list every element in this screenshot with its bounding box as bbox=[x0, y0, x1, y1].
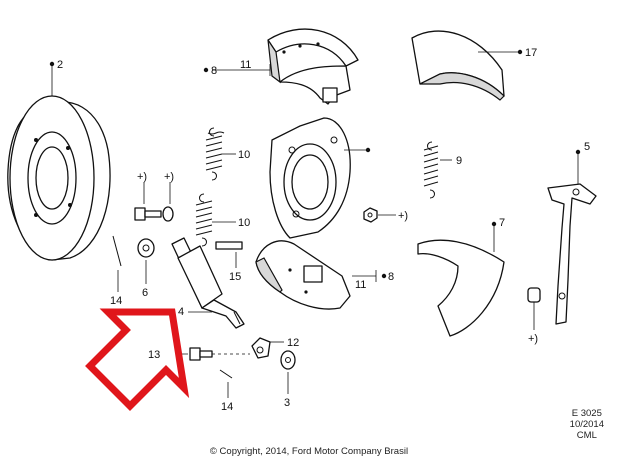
label-part-2: 2 bbox=[57, 59, 63, 71]
label-part-8-upper: 8 bbox=[211, 65, 217, 77]
label-part-4: 4 bbox=[178, 306, 184, 318]
drawing-date: 10/2014 bbox=[569, 419, 604, 430]
part-lower-spring bbox=[195, 193, 236, 247]
part-nut bbox=[363, 207, 396, 223]
part-washer-6 bbox=[137, 238, 155, 284]
part-bolt bbox=[134, 182, 174, 222]
part-lower-brake-shoe bbox=[255, 240, 387, 310]
label-part-10-lower: 10 bbox=[238, 217, 250, 229]
label-part-15: 15 bbox=[229, 271, 241, 283]
label-part-13: 13 bbox=[148, 349, 160, 361]
part-upper-brake-shoe bbox=[203, 28, 359, 105]
label-part-11-upper: 11 bbox=[240, 59, 251, 71]
drawing-info-block: E 3025 10/2014 CML bbox=[570, 408, 604, 441]
part-brake-drum bbox=[7, 61, 111, 261]
label-part-17: 17 bbox=[525, 47, 537, 59]
red-callout-arrow bbox=[85, 308, 190, 411]
part-pin-14-lower bbox=[219, 369, 233, 398]
part-pin-14-left bbox=[112, 235, 122, 292]
label-part-5: 5 bbox=[584, 141, 590, 153]
label-plus-lever-pin: +) bbox=[528, 333, 538, 345]
label-part-3: 3 bbox=[284, 397, 290, 409]
label-plus-bolt: +) bbox=[137, 171, 147, 183]
drawing-code: E 3025 bbox=[571, 408, 602, 419]
label-part-8-lower: 8 bbox=[388, 271, 394, 283]
part-backing-plate bbox=[269, 117, 371, 239]
part-bleeder-screw bbox=[251, 337, 284, 359]
part-upper-spring bbox=[205, 127, 236, 181]
label-part-7: 7 bbox=[499, 217, 505, 229]
label-part-6: 6 bbox=[142, 287, 148, 299]
part-upper-shield bbox=[411, 30, 523, 101]
drawing-initials: CML bbox=[576, 430, 597, 441]
label-part-11-lower: 11 bbox=[355, 279, 366, 291]
part-spring-9 bbox=[423, 141, 452, 199]
label-part-10-upper: 10 bbox=[238, 149, 250, 161]
part-lower-shield bbox=[417, 221, 505, 337]
part-lever bbox=[527, 149, 597, 330]
part-wheel-cylinder bbox=[171, 237, 245, 329]
label-part-12: 12 bbox=[287, 337, 299, 349]
copyright-notice: © Copyright, 2014, Ford Motor Company Br… bbox=[209, 446, 409, 457]
part-washer-3 bbox=[280, 350, 296, 394]
label-part-9: 9 bbox=[456, 155, 462, 167]
label-plus-washer: +) bbox=[164, 171, 174, 183]
label-part-14-lower: 14 bbox=[221, 401, 233, 413]
label-part-14-left: 14 bbox=[110, 295, 122, 307]
label-plus-nut: +) bbox=[398, 210, 408, 222]
part-pin-15 bbox=[215, 241, 243, 268]
